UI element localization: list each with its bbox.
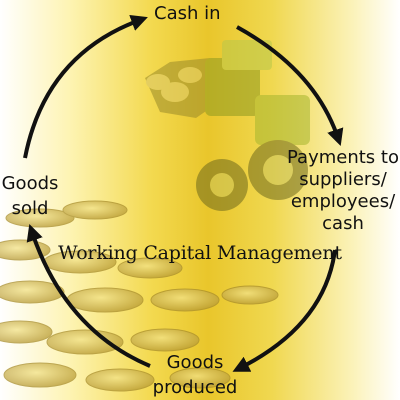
coin-pile bbox=[0, 200, 279, 392]
stage-cash-in: Cash in bbox=[154, 2, 221, 25]
tractor-image bbox=[145, 40, 310, 211]
arrow-payments-to-goods-produced bbox=[232, 249, 337, 372]
stage-cash-in-text: Cash in bbox=[154, 3, 221, 24]
stage-goods-sold-line: sold bbox=[11, 198, 49, 219]
diagram-title: Working Capital Management bbox=[58, 242, 342, 264]
stage-goods-produced: Goods produced bbox=[140, 350, 250, 400]
stage-payments-line: employees/ bbox=[290, 191, 396, 212]
stage-goods-produced-line: produced bbox=[152, 377, 238, 398]
stage-payments-line: cash bbox=[322, 213, 364, 234]
stage-goods-sold: Goods sold bbox=[0, 171, 60, 221]
arrow-goods-produced-to-goods-sold bbox=[26, 224, 151, 368]
arrow-goods-sold-to-cash-in bbox=[23, 15, 148, 159]
stage-payments-line: suppliers/ bbox=[299, 169, 387, 190]
stage-payments-line: Payments to bbox=[287, 147, 399, 168]
arrow-cash-in-to-payments bbox=[236, 25, 344, 146]
stage-goods-produced-line: Goods bbox=[166, 352, 224, 373]
stage-goods-sold-line: Goods bbox=[1, 173, 59, 194]
stage-payments: Payments to suppliers/ employees/ cash bbox=[287, 147, 399, 235]
